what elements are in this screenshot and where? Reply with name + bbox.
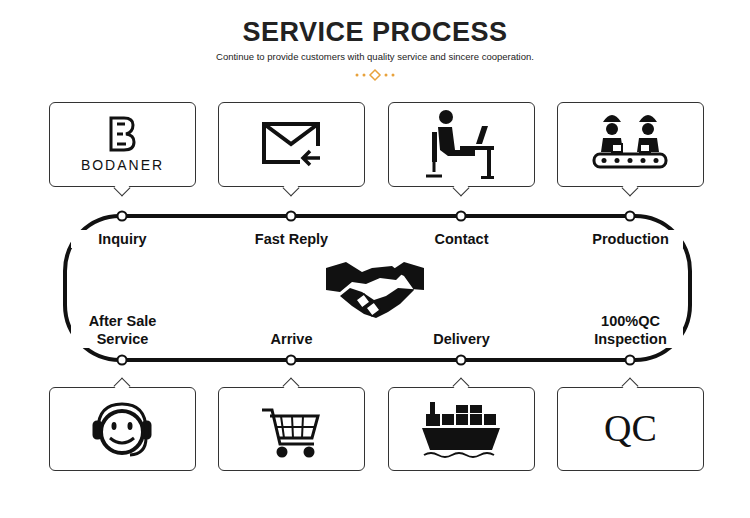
process-track	[65, 212, 690, 365]
handshake-icon-part	[340, 262, 424, 318]
process-track-part	[118, 356, 127, 365]
process-track-part	[65, 216, 690, 360]
callout-box: After Sale Service	[49, 387, 196, 471]
step-label: Arrive	[240, 330, 344, 348]
process-track-part	[457, 356, 466, 365]
handshake-icon	[326, 262, 424, 318]
step-label: After Sale Service	[71, 312, 175, 348]
title-ornament-part	[385, 74, 388, 77]
callout-box: Contact	[388, 102, 535, 187]
title-ornament	[356, 70, 395, 80]
callout-box: Delivery	[388, 387, 535, 471]
step-label: Delivery	[410, 330, 514, 348]
handshake-icon-part	[356, 294, 380, 316]
callout-box: Fast Reply	[218, 102, 365, 187]
callout-box: QC100%QC Inspection	[557, 387, 704, 471]
process-track-part	[457, 212, 466, 221]
step-label: Fast Reply	[240, 230, 344, 248]
title-ornament-part	[370, 70, 380, 80]
qc-mark: QC	[558, 406, 703, 450]
diagram-caption: Continue to provide customers with quali…	[0, 51, 750, 62]
callout-box: BODANERInquiry	[49, 102, 196, 187]
callout-box: Production	[557, 102, 704, 187]
title-ornament-part	[356, 74, 359, 77]
step-label: Inquiry	[71, 230, 175, 248]
handshake-icon-part	[326, 262, 402, 292]
brand-name: BODANER	[50, 157, 195, 173]
title-ornament-part	[363, 74, 366, 77]
process-track-part	[626, 356, 635, 365]
process-track-part	[118, 212, 127, 221]
process-track-part	[626, 212, 635, 221]
step-label: 100%QC Inspection	[579, 312, 683, 348]
process-track-part	[287, 356, 296, 365]
step-label: Production	[579, 230, 683, 248]
diagram-title: SERVICE PROCESS	[0, 17, 750, 48]
step-label: Contact	[410, 230, 514, 248]
process-track-part	[287, 212, 296, 221]
callout-box: Arrive	[218, 387, 365, 471]
title-ornament-part	[392, 74, 395, 77]
